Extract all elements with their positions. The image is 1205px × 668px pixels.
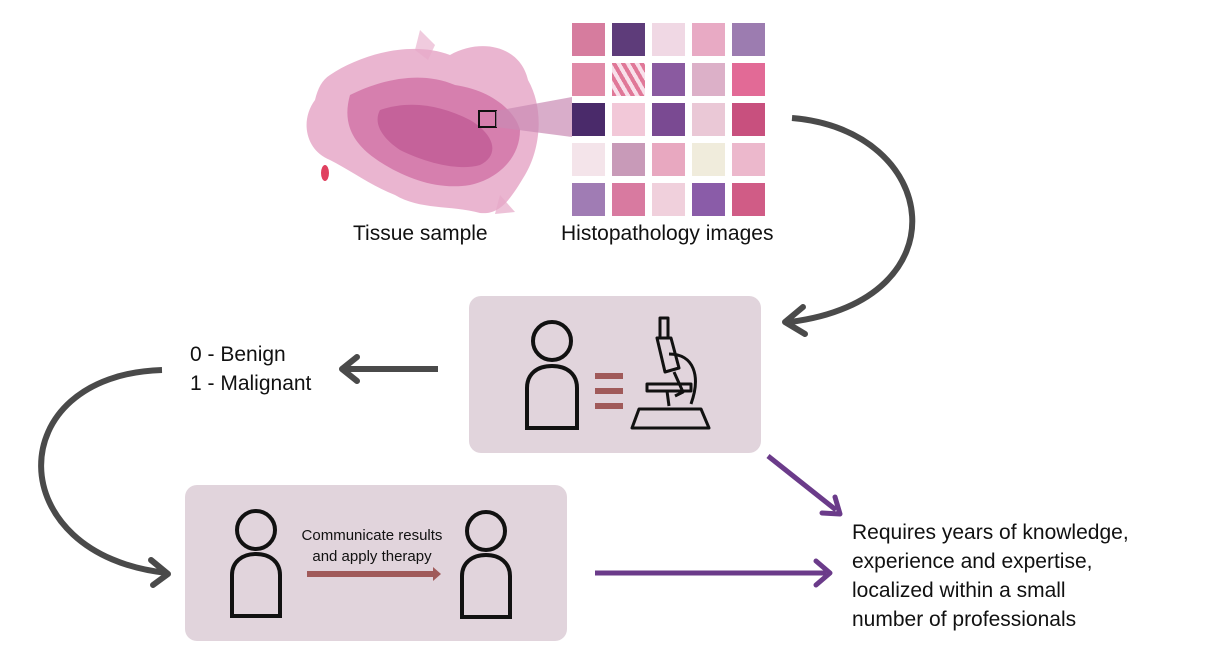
histo-tile	[572, 63, 605, 96]
histo-tile	[732, 103, 765, 136]
histo-tile	[572, 23, 605, 56]
doctor-icon	[230, 509, 282, 618]
observing-lines-icon	[595, 373, 623, 409]
histo-tile	[652, 183, 685, 216]
histo-tile	[572, 183, 605, 216]
histo-tile	[612, 23, 645, 56]
conclusion-text: Requires years of knowledge, experience …	[852, 518, 1129, 634]
diagnosis-box	[469, 296, 761, 453]
histo-tile	[732, 23, 765, 56]
class-benign-label: 0 - Benign	[190, 343, 286, 366]
histopathology-grid	[572, 23, 772, 218]
arrow-diagnosis-to-conclusion	[766, 454, 838, 512]
conclusion-line: number of professionals	[852, 608, 1077, 631]
histo-tile	[692, 23, 725, 56]
zoom-projection	[496, 97, 572, 137]
histo-tile	[612, 183, 645, 216]
communicate-line-2: and apply therapy	[312, 548, 432, 565]
communicate-label: Communicate results and apply therapy	[295, 525, 449, 567]
histo-tile	[692, 103, 725, 136]
histo-tile	[612, 103, 645, 136]
tissue-sample-label: Tissue sample	[353, 222, 488, 245]
histo-tile	[572, 143, 605, 176]
pathologist-icon	[525, 320, 579, 430]
histo-tile	[732, 183, 765, 216]
histo-tile	[612, 143, 645, 176]
histo-tile	[732, 143, 765, 176]
microscope-icon	[630, 316, 711, 430]
patient-icon	[460, 510, 512, 619]
therapy-box: Communicate results and apply therapy	[185, 485, 567, 641]
conclusion-line: Requires years of knowledge,	[852, 521, 1129, 544]
handoff-arrow	[307, 567, 441, 581]
histo-tile	[652, 143, 685, 176]
histo-tile	[692, 183, 725, 216]
histo-tile	[612, 63, 645, 96]
histo-tile	[652, 103, 685, 136]
histopathology-images-label: Histopathology images	[561, 222, 774, 245]
histo-tile	[692, 143, 725, 176]
conclusion-line: experience and expertise,	[852, 550, 1093, 573]
conclusion-line: localized within a small	[852, 579, 1066, 602]
arrow-images-to-diagnosis	[789, 115, 916, 325]
communicate-line-1: Communicate results	[301, 527, 443, 544]
histo-tile	[572, 103, 605, 136]
histo-tile	[652, 23, 685, 56]
histo-tile	[732, 63, 765, 96]
histo-tile	[652, 63, 685, 96]
arrow-classes-to-therapy	[38, 367, 168, 576]
histo-tile	[692, 63, 725, 96]
class-malignant-label: 1 - Malignant	[190, 372, 312, 395]
tissue-sample-image	[306, 30, 572, 214]
